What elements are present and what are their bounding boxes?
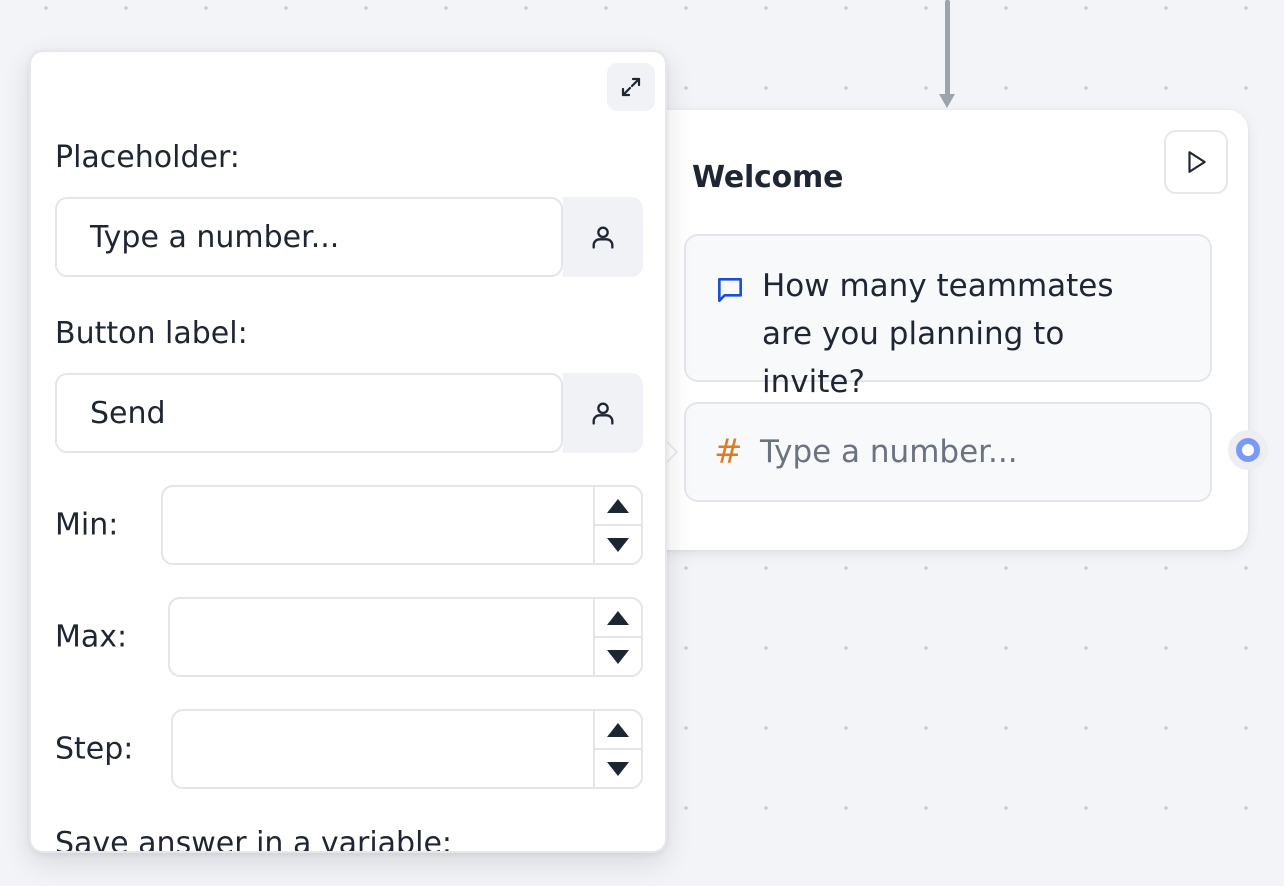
caret-up-icon <box>607 610 629 625</box>
button-label-label: Button label: <box>55 316 248 351</box>
max-label: Max: <box>55 619 128 655</box>
placeholder-variable-button[interactable] <box>563 197 643 277</box>
caret-down-icon <box>607 649 629 664</box>
number-input-settings-panel: Placeholder: Type a number... Button lab… <box>29 50 667 853</box>
min-decrement-button[interactable] <box>595 526 641 563</box>
group-card-welcome[interactable]: Welcome How many teammates are you plann… <box>640 110 1248 550</box>
play-icon <box>1188 151 1206 173</box>
button-label-variable-button[interactable] <box>563 373 643 453</box>
group-title[interactable]: Welcome <box>692 160 844 195</box>
min-stepper[interactable] <box>593 487 641 563</box>
expand-panel-button[interactable] <box>607 63 655 111</box>
max-decrement-button[interactable] <box>595 638 641 675</box>
edge-arrowhead-icon <box>939 94 955 108</box>
hash-icon: # <box>714 432 743 472</box>
text-bubble-block[interactable]: How many teammates are you planning to i… <box>684 234 1212 400</box>
incoming-edge[interactable] <box>945 0 950 96</box>
max-input[interactable] <box>168 597 643 677</box>
step-field-row: Step: <box>55 709 643 789</box>
button-label-input[interactable]: Send <box>55 373 563 453</box>
expand-arrows-icon <box>621 77 641 97</box>
number-input-placeholder: Type a number... <box>760 434 1018 470</box>
placeholder-input[interactable]: Type a number... <box>55 197 563 277</box>
panel-pointer <box>664 440 676 464</box>
placeholder-label: Placeholder: <box>55 140 240 175</box>
port-dot-icon <box>1236 438 1260 462</box>
min-label: Min: <box>55 507 119 543</box>
caret-down-icon <box>607 761 629 776</box>
caret-up-icon <box>607 722 629 737</box>
output-port[interactable] <box>1228 430 1268 470</box>
min-increment-button[interactable] <box>595 487 641 526</box>
text-bubble-content: How many teammates are you planning to i… <box>762 268 1114 400</box>
max-increment-button[interactable] <box>595 599 641 638</box>
user-icon <box>592 402 614 425</box>
button-label-field-row: Send <box>55 373 643 453</box>
min-input[interactable] <box>161 485 643 565</box>
min-field-row: Min: <box>55 485 643 565</box>
step-input[interactable] <box>171 709 643 789</box>
chat-bubble-icon <box>718 278 742 302</box>
max-stepper[interactable] <box>593 599 641 675</box>
step-decrement-button[interactable] <box>595 750 641 787</box>
max-field-row: Max: <box>55 597 643 677</box>
step-label: Step: <box>55 731 134 767</box>
caret-down-icon <box>607 537 629 552</box>
step-stepper[interactable] <box>593 711 641 787</box>
save-variable-label: Save answer in a variable: <box>55 826 453 853</box>
user-icon <box>592 226 614 249</box>
caret-up-icon <box>607 498 629 513</box>
number-input-block[interactable]: # Type a number... <box>684 402 1212 502</box>
preview-group-button[interactable] <box>1164 130 1228 194</box>
placeholder-field-row: Type a number... <box>55 197 643 277</box>
step-increment-button[interactable] <box>595 711 641 750</box>
